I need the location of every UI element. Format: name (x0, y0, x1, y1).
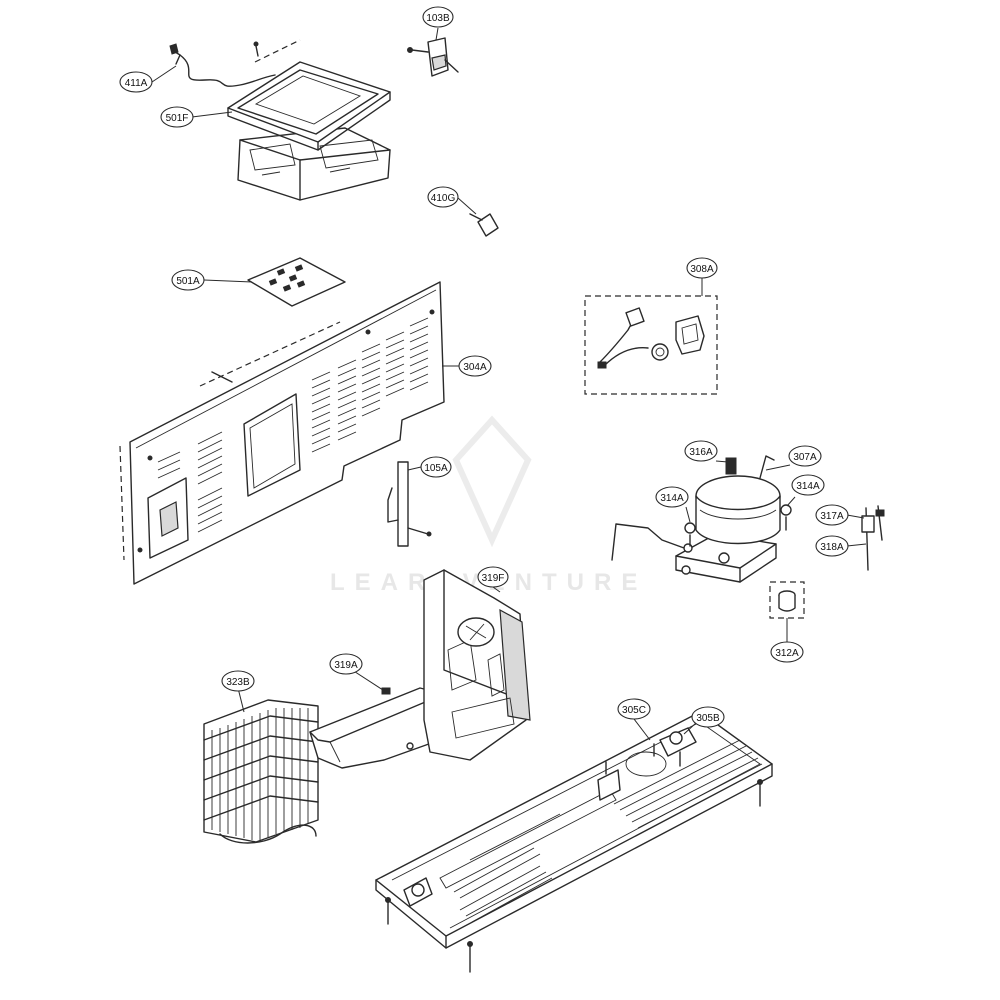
callout-305C: 305C (617, 698, 651, 720)
callout-410G: 410G (427, 186, 459, 208)
callout-411A: 411A (119, 71, 153, 93)
thermistor-part (469, 213, 499, 237)
callout-label: 307A (793, 452, 817, 463)
callout-308A: 308A (686, 257, 718, 279)
callout-316A: 316A (684, 440, 718, 462)
callout-304A: 304A (458, 355, 492, 377)
callout-label: 304A (463, 362, 487, 373)
callout-323B: 323B (221, 670, 255, 692)
condenser-coil (203, 699, 319, 844)
callout-501F: 501F (160, 106, 194, 128)
callout-label: 318A (820, 542, 844, 553)
back-panel (119, 281, 445, 585)
callout-label: 316A (689, 447, 713, 458)
callout-label: 314A (796, 481, 820, 492)
callout-label: 308A (690, 264, 714, 275)
callout-label: 411A (125, 78, 148, 89)
callout-label: 314A (660, 493, 684, 504)
callout-103B: 103B (422, 6, 454, 28)
callout-label: 410G (431, 193, 456, 204)
control-cover-assembly (227, 39, 391, 201)
grommet-part (769, 581, 805, 619)
callout-label: 312A (775, 648, 799, 659)
callout-105A: 105A (420, 456, 452, 478)
callout-312A: 312A (770, 641, 804, 663)
callout-label: 323B (226, 677, 250, 688)
callout-label: 319F (482, 573, 505, 584)
bottom-plate (375, 711, 773, 973)
callout-label: 319A (334, 660, 358, 671)
callout-305B: 305B (691, 706, 725, 728)
callout-307A: 307A (788, 445, 822, 467)
callout-318A: 318A (815, 535, 849, 557)
callout-label: 103B (426, 13, 450, 24)
callout-317A: 317A (815, 504, 849, 526)
callout-501A: 501A (171, 269, 205, 291)
callout-label: 105A (424, 463, 448, 474)
base-tray (309, 569, 531, 769)
callout-label: 305B (696, 713, 720, 724)
bracket-part (407, 37, 459, 77)
drain-pipe (387, 461, 432, 547)
callout-319F: 319F (477, 566, 509, 588)
callout-label: 317A (820, 511, 844, 522)
compressor-assembly (611, 455, 792, 583)
pcb-board (247, 257, 346, 307)
callout-314A-right: 314A (791, 474, 825, 496)
relay-assembly (584, 295, 718, 395)
callout-319A: 319A (329, 653, 363, 675)
valve-parts (861, 505, 885, 571)
callout-label: 305C (622, 705, 646, 716)
callout-label: 501A (176, 276, 200, 287)
callout-314A-left: 314A (655, 486, 689, 508)
callout-label: 501F (166, 113, 189, 124)
leader-lines (151, 27, 867, 741)
power-cord (169, 43, 276, 87)
